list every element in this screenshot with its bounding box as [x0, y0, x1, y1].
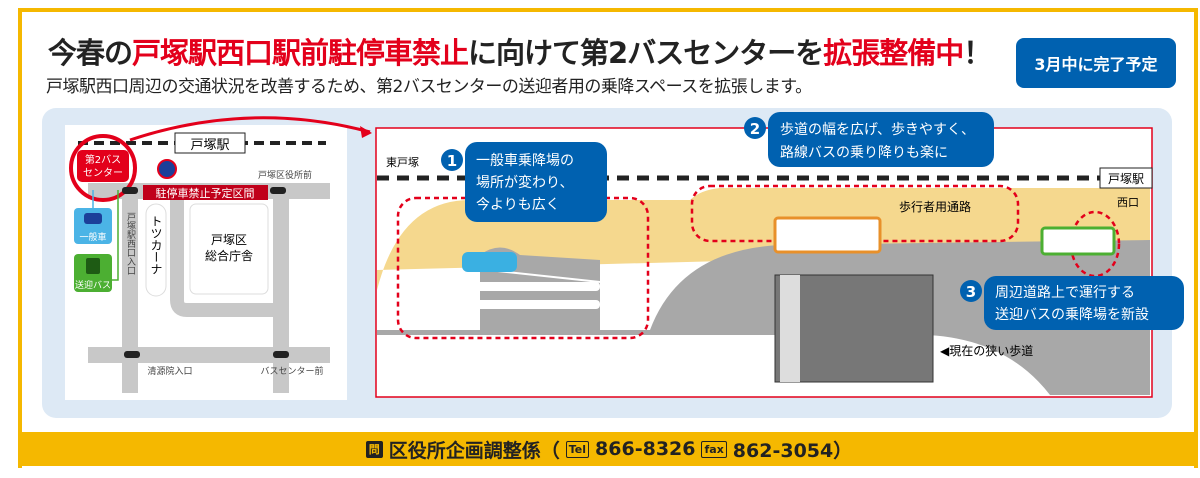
callout-2: 2 歩道の幅を広げ、歩きやすく、 路線バスの乗り降りも楽に: [744, 112, 994, 167]
bus-center-label: センター: [83, 167, 123, 179]
ward-office-label: 総合庁舎: [205, 248, 253, 263]
fax-number: 862-3054）: [732, 439, 853, 462]
bus-center-label: 第2バス: [85, 153, 121, 166]
callout-number: 3: [966, 283, 976, 301]
zoom-arrow: [129, 116, 371, 142]
page-title: 今春の戸塚駅西口駅前駐停車禁止に向けて第2バスセンターを拡張整備中！: [48, 36, 992, 70]
inquiry-icon: 問: [365, 440, 383, 458]
shuttle-bus-label: 送迎バス: [75, 279, 111, 291]
callout-text: 場所が変わり、: [476, 174, 573, 191]
no-parking-icon: [157, 159, 177, 179]
callout-text: 周辺道路上で運行する: [995, 285, 1135, 301]
no-parking-zone-label: 駐停車禁止予定区間: [156, 186, 255, 200]
area-map: 戸塚駅 第2バス センター 駐停車禁止予定区間 戸塚区役所前 戸塚駅西口入口 ト…: [65, 116, 372, 400]
car-icon: [462, 252, 517, 272]
ward-office-label: 戸塚区: [211, 233, 247, 247]
phone-icon: Tel: [565, 440, 590, 458]
zone-3-outline: [1069, 210, 1121, 278]
west-entrance-label: 戸塚駅西口入口: [125, 212, 136, 275]
bus-center-front-label: バスセンター前: [260, 365, 323, 377]
narrow-sidewalk-label: ◀現在の狭い歩道: [940, 343, 1033, 358]
callout-number: 2: [750, 120, 760, 138]
callout-text: 送迎バスの乗降場を新設: [995, 307, 1149, 323]
shuttle-bus-icon: [1040, 226, 1116, 256]
completion-badge: 3月中に完了予定: [1016, 38, 1176, 88]
west-exit-label: 西口: [1117, 196, 1139, 209]
traffic-light-icon: [122, 187, 289, 358]
totsukana-label: トツカーナ: [149, 215, 163, 275]
route-bus-icon: [773, 216, 882, 254]
callout-1: 1 一般車乗降場の 場所が変わり、 今よりも広く: [441, 142, 607, 222]
fax-icon: fax: [701, 440, 727, 458]
higashi-totsuka-label: 東戸塚: [386, 156, 419, 169]
zone-2-outline: [690, 184, 1020, 243]
walkway-label: 歩行者用通路: [899, 199, 971, 214]
ward-office-front-label: 戸塚区役所前: [258, 169, 312, 181]
zone-1-outline: [396, 196, 650, 340]
car-icon: [84, 213, 102, 224]
callout-text: 路線バスの乗り降りも楽に: [780, 145, 948, 161]
seigenin-label: 清源院入口: [147, 365, 192, 377]
contact-footer: 問 区役所企画調整係（ Tel 866-8326 fax 862-3054）: [18, 432, 1198, 466]
department: 区役所企画調整係（: [388, 439, 560, 462]
subtitle: 戸塚駅西口周辺の交通状況を改善するため、第2バスセンターの送迎者用の乗降スペース…: [46, 77, 812, 97]
callout-3: 3 周辺道路上で運行する 送迎バスの乗降場を新設: [960, 276, 1184, 330]
map-station-label: 戸塚駅: [190, 138, 229, 153]
callout-number: 1: [447, 152, 457, 170]
sidewalk-photo: [774, 274, 934, 383]
callout-text: 一般車乗降場の: [476, 152, 574, 169]
callout-text: 今よりも広く: [476, 197, 560, 213]
callout-text: 歩道の幅を広げ、歩きやすく、: [780, 122, 975, 138]
general-car-label: 一般車: [79, 231, 106, 243]
bus-icon: [86, 258, 100, 274]
station-diagram: 東戸塚 戸塚駅 西口 歩行者用通路 ◀現在の狭い歩道 1 一般車乗降場の 場所が…: [375, 112, 1184, 398]
phone-number: 866-8326: [595, 438, 696, 460]
station-label: 戸塚駅: [1108, 172, 1144, 186]
